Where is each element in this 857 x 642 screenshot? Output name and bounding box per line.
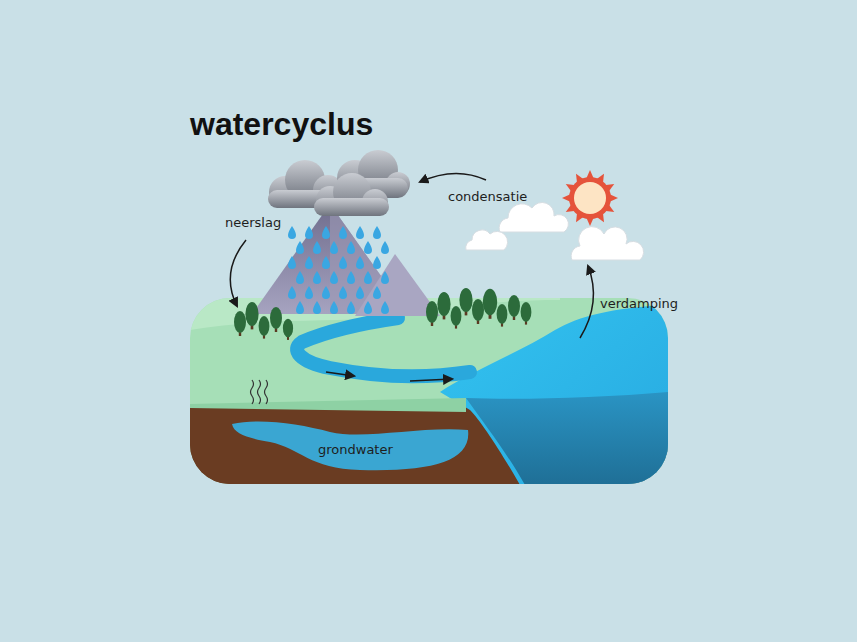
process-label: neerslag [225, 215, 281, 230]
diagram-title: watercyclus [190, 106, 373, 143]
island-base [190, 298, 668, 484]
groundwater-pool [232, 422, 468, 471]
flow-arrow [326, 372, 354, 376]
white-cloud [466, 202, 644, 260]
process-label: verdamping [600, 296, 678, 311]
process-label: condensatie [448, 189, 527, 204]
trees [234, 288, 531, 340]
infiltration-symbol [251, 380, 268, 404]
rain-cloud [268, 150, 410, 216]
sun [562, 170, 618, 226]
cycle-arrow [230, 173, 593, 338]
rain-drops [288, 226, 389, 314]
flow-arrow [410, 379, 452, 381]
river [297, 318, 470, 376]
process-label: grondwater [318, 442, 393, 457]
